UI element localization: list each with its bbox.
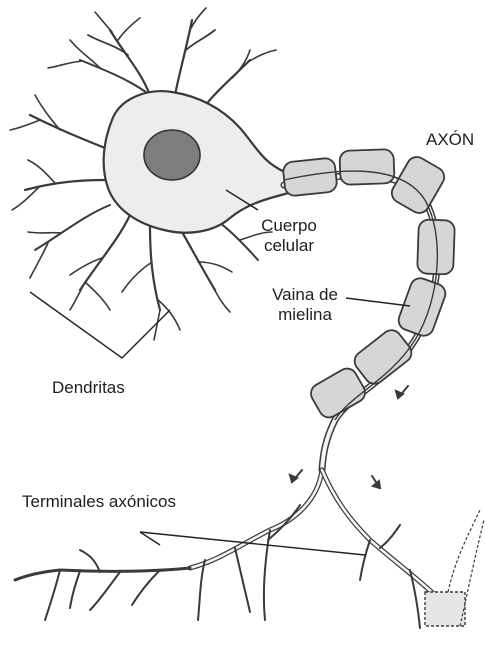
nucleus (144, 130, 200, 180)
cell-body-label-line1: Cuerpo (256, 216, 322, 236)
myelin-segment (396, 275, 448, 338)
myelin-segment (417, 219, 455, 274)
myelin-segment (307, 365, 368, 421)
axon-label: AXÓN (426, 130, 474, 150)
cell-body-label: Cuerpo celular (256, 216, 322, 256)
axon-terminals-label: Terminales axónicos (22, 492, 176, 512)
myelin-label-line1: Vaina de (262, 285, 348, 305)
myelin-segment (339, 149, 394, 185)
dendrites-label: Dendritas (52, 378, 125, 398)
myelin-sheath-label: Vaina de mielina (262, 285, 348, 325)
cell-body-label-line2: celular (256, 236, 322, 256)
myelin-segment (282, 157, 337, 196)
myelin-label-line2: mielina (262, 305, 348, 325)
myelin-segment (388, 153, 448, 216)
synapse-zoom-box (425, 510, 484, 626)
myelin-segment (351, 326, 416, 388)
